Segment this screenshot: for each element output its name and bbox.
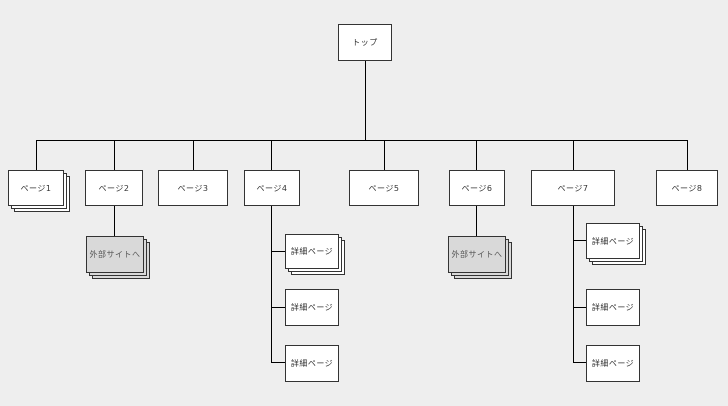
page-3-node[interactable]: ページ3: [158, 170, 228, 206]
external-site-1-node[interactable]: 外部サイトへ: [86, 236, 144, 273]
connector-page-2-external: [114, 205, 115, 236]
connector-page-2: [114, 140, 115, 170]
connector-page-4-detail-3: [271, 362, 286, 363]
connector-page-7-detail-1: [573, 240, 587, 241]
page-7-detail-2-node[interactable]: 詳細ページ: [586, 289, 640, 326]
connector-page-4-trunk: [271, 205, 272, 363]
connector-top-trunk: [365, 60, 366, 140]
page-7-detail-1-node[interactable]: 詳細ページ: [586, 223, 640, 259]
page-7-detail-3-node[interactable]: 詳細ページ: [586, 345, 640, 382]
page-5-node[interactable]: ページ5: [349, 170, 419, 206]
top-page-node[interactable]: トップ: [338, 24, 392, 61]
connector-page-1: [36, 140, 37, 170]
connector-page-8: [687, 140, 688, 170]
page-4-detail-3-node[interactable]: 詳細ページ: [285, 345, 339, 382]
connector-page-7-detail-2: [573, 307, 587, 308]
connector-page-4-detail-2: [271, 307, 286, 308]
page-6-node[interactable]: ページ6: [449, 170, 505, 206]
page-1-node[interactable]: ページ1: [8, 170, 64, 206]
page-2-node[interactable]: ページ2: [85, 170, 143, 206]
connector-page-7: [573, 140, 574, 170]
connector-page-7-detail-3: [573, 362, 587, 363]
connector-page-4-detail-1: [271, 251, 286, 252]
external-site-2-node[interactable]: 外部サイトへ: [448, 236, 506, 273]
page-7-node[interactable]: ページ7: [531, 170, 615, 206]
page-4-node[interactable]: ページ4: [244, 170, 300, 206]
page-4-detail-1-node[interactable]: 詳細ページ: [285, 234, 339, 269]
connector-page-6-external: [476, 205, 477, 236]
connector-page-3: [193, 140, 194, 170]
page-8-node[interactable]: ページ8: [656, 170, 718, 206]
connector-page-6: [476, 140, 477, 170]
connector-horizontal-bus: [36, 140, 688, 141]
connector-page-4: [271, 140, 272, 170]
page-4-detail-2-node[interactable]: 詳細ページ: [285, 289, 339, 326]
connector-page-7-trunk: [573, 205, 574, 363]
connector-page-5: [384, 140, 385, 170]
